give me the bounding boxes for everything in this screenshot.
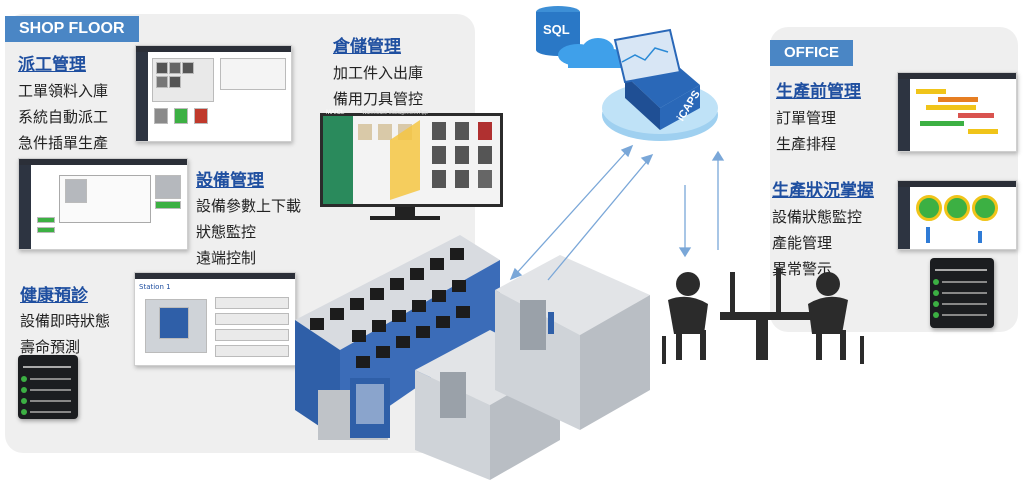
warehouse-item: 加工件入出庫 xyxy=(333,64,424,82)
equipment-heading: 設備管理 xyxy=(196,171,264,191)
health-screen-thumbnail: Station 1 xyxy=(134,272,296,366)
status-item: 產能管理 xyxy=(772,234,833,252)
shop-floor-tab: SHOP FLOOR xyxy=(5,16,139,42)
equipment-item: 狀態監控 xyxy=(196,223,257,241)
robot-station xyxy=(318,378,390,440)
cnc-machine xyxy=(495,255,650,430)
monitor-title: Warehouse Management App xyxy=(362,110,428,116)
sql-label: SQL xyxy=(543,22,570,37)
health-heading: 健康預診 xyxy=(20,286,88,306)
data-flow-arrows xyxy=(509,144,725,281)
status-heading: 生產狀況掌握 xyxy=(772,181,874,201)
preproduction-heading: 生產前管理 xyxy=(776,82,861,102)
sql-cloud xyxy=(536,6,624,68)
status-item: 異常警示 xyxy=(772,260,833,278)
preproduction-item: 生產排程 xyxy=(776,135,837,153)
status-dashboard-thumbnail xyxy=(897,180,1017,250)
preproduction-item: 訂單管理 xyxy=(776,109,837,127)
mobile-alert-screen xyxy=(18,355,78,419)
health-item: 設備即時狀態 xyxy=(20,312,111,330)
monitor-brand: MAICL xyxy=(326,110,345,116)
office-meeting-icon xyxy=(662,268,864,364)
equipment-screen-thumbnail xyxy=(18,158,188,250)
dispatch-heading: 派工管理 xyxy=(18,55,86,75)
scheduling-screen-thumbnail xyxy=(897,72,1017,152)
warehouse-item: 備用刀具管控 xyxy=(333,90,424,108)
dispatch-item: 急件插單生產 xyxy=(18,134,109,152)
equipment-item: 設備參數上下載 xyxy=(196,197,302,215)
warehouse-heading: 倉儲管理 xyxy=(333,37,401,57)
equipment-item: 遠端控制 xyxy=(196,249,257,267)
warehouse-monitor: MAICL Warehouse Management App xyxy=(320,110,503,220)
office-mobile-alert-screen xyxy=(930,258,994,328)
dispatch-item: 系統自動派工 xyxy=(18,108,109,126)
status-item: 設備狀態監控 xyxy=(772,208,863,226)
office-tab: OFFICE xyxy=(770,40,853,66)
icaps-server xyxy=(602,28,718,141)
dispatch-screen-thumbnail xyxy=(135,45,292,142)
dispatch-item: 工單領料入庫 xyxy=(18,82,109,100)
health-item: 壽命預測 xyxy=(20,338,81,356)
